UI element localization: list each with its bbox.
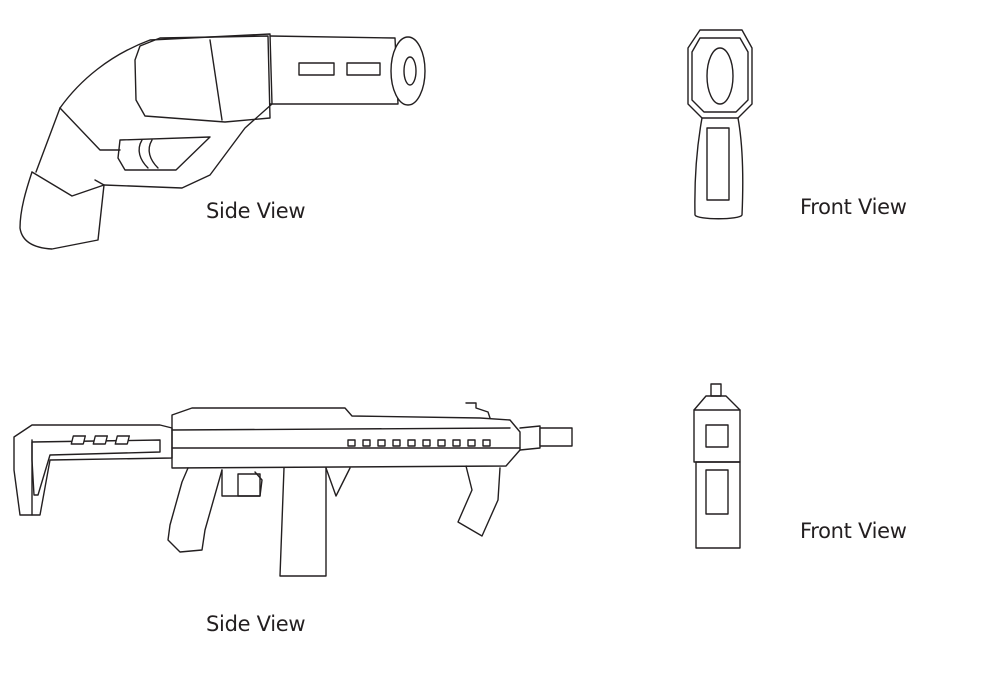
- rifle-stock: [13, 424, 173, 516]
- revolver-trigger: [138, 139, 149, 169]
- revolver-front-view-caption: Front View: [800, 195, 907, 219]
- revolver-grip-inner: [35, 107, 61, 173]
- revolver-front-bore: [706, 47, 734, 105]
- revolver-side-view-caption: Side View: [206, 199, 306, 223]
- rifle-side-view: [13, 402, 573, 577]
- rifle-trigger-block: [237, 473, 261, 497]
- revolver-side-view: [19, 33, 426, 250]
- rifle-rail-holes: [347, 439, 491, 447]
- revolver-cylinder: [134, 35, 271, 123]
- rail-hole: [452, 439, 461, 447]
- rail-hole: [437, 439, 446, 447]
- revolver-bore: [403, 56, 417, 86]
- revolver-front-grip: [694, 117, 744, 220]
- rifle-pistol-grip: [167, 467, 223, 553]
- rifle-slot-1: [70, 435, 87, 445]
- rail-hole: [377, 439, 386, 447]
- rifle-magazine-well: [325, 467, 351, 497]
- rifle-front-sight-post: [710, 383, 722, 397]
- rail-hole: [362, 439, 371, 447]
- rifle-side-view-caption: Side View: [206, 612, 306, 636]
- rifle-slot-2: [92, 435, 109, 445]
- rifle-front-sight: [465, 402, 491, 419]
- revolver-front-grip-inner: [706, 127, 730, 201]
- rifle-front-top: [693, 395, 741, 411]
- rail-hole: [482, 439, 491, 447]
- rifle-muzzle: [539, 427, 573, 447]
- rifle-receiver-top: [171, 427, 511, 431]
- rifle-stock-inner: [31, 439, 161, 496]
- rail-hole: [347, 439, 356, 447]
- rail-hole: [467, 439, 476, 447]
- rifle-foregrip: [457, 465, 501, 537]
- revolver-trigger-guard: [117, 136, 211, 171]
- rifle-magazine: [279, 467, 327, 577]
- revolver-trigger-2: [148, 139, 159, 169]
- rifle-front-view-caption: Front View: [800, 519, 907, 543]
- revolver-grip-edge: [31, 171, 105, 197]
- rifle-front-bore: [705, 424, 729, 448]
- rail-hole: [407, 439, 416, 447]
- revolver-frame: [59, 33, 273, 189]
- rifle-receiver: [171, 407, 521, 469]
- rail-hole: [422, 439, 431, 447]
- rifle-barrel: [519, 425, 541, 451]
- revolver-cylinder-line: [209, 39, 223, 121]
- revolver-front-view: [687, 29, 753, 220]
- revolver-grip: [19, 171, 105, 250]
- rifle-front-magazine: [705, 469, 729, 515]
- rifle-front-body: [693, 409, 741, 463]
- revolver-barrel-slot-1: [298, 62, 335, 76]
- rail-hole: [392, 439, 401, 447]
- rifle-front-view: [693, 383, 741, 549]
- rifle-front-lower: [695, 461, 741, 549]
- rifle-slot-3: [114, 435, 131, 445]
- revolver-front-cylinder-inner: [691, 37, 749, 113]
- revolver-muzzle: [390, 36, 426, 106]
- revolver-frame-lower: [59, 107, 121, 151]
- revolver-barrel-slot-2: [346, 62, 381, 76]
